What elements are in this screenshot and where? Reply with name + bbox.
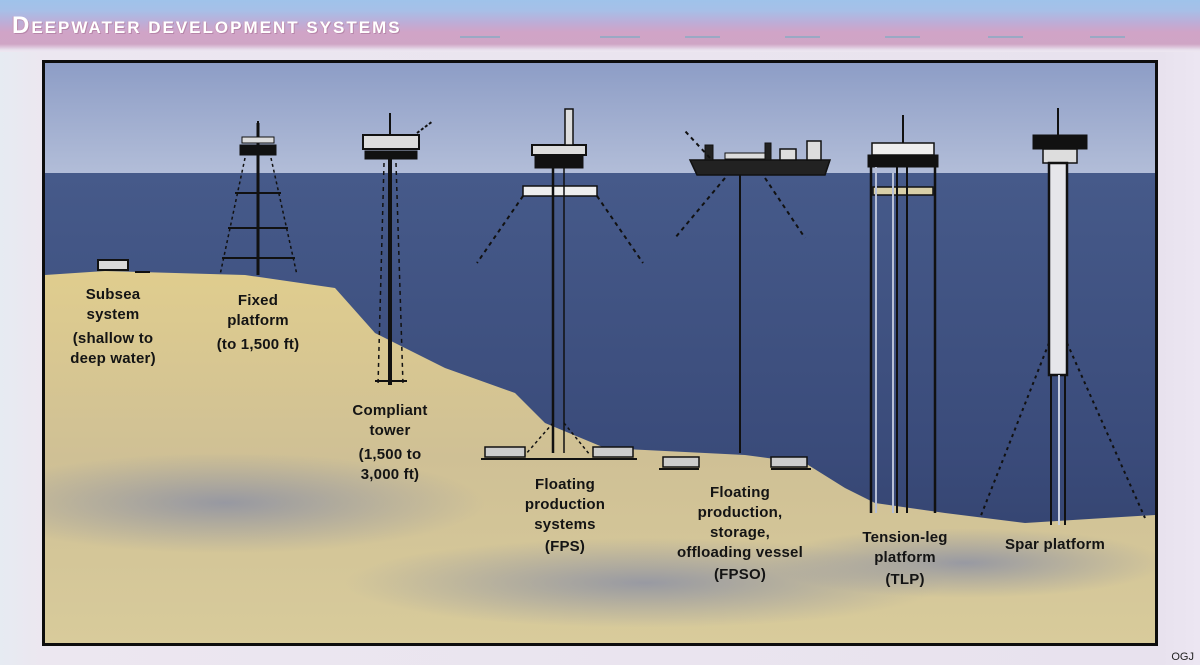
label-line: Floating [535,476,595,493]
label-floating-production-systems: Floating production systems (FPS) [495,475,635,557]
label-line: (TLP) [885,571,925,588]
label-line: platform [227,312,289,329]
label-line: (1,500 to [358,446,422,463]
label-compliant-tower: Compliant tower (1,500 to 3,000 ft) [325,401,455,485]
banner-decoration [885,36,920,38]
label-line: storage, [710,524,770,541]
label-line: tower [369,422,411,439]
sky [45,63,1155,173]
banner-decoration [460,36,500,38]
label-line: Floating [710,484,770,501]
label-line: (shallow to [72,330,154,347]
spar-platform-icon [979,108,1146,525]
label-fpso: Floating production, storage, offloading… [655,483,825,585]
label-line: Tension-leg [862,529,948,546]
label-line: Compliant [352,402,428,419]
label-line: deep water) [70,350,156,367]
banner-decoration [785,36,820,38]
label-line: production, [697,504,783,521]
seafloor-shading [45,453,485,553]
fpso-vessel-icon [659,130,832,470]
title-banner: Deepwater development systems [0,0,1200,52]
image-credit: OGJ [1171,651,1194,663]
compliant-tower-icon [362,113,434,386]
label-fixed-platform: Fixed platform (to 1,500 ft) [193,291,323,355]
label-tension-leg-platform: Tension-leg platform (TLP) [840,528,970,590]
label-spar-platform: Spar platform [980,535,1130,555]
banner-decoration [988,36,1023,38]
label-line: systems [534,516,596,533]
diagram-frame: Subsea system (shallow to deep water) Fi… [42,60,1158,646]
label-line: Fixed [237,292,279,309]
seafloor-shading [765,528,1155,598]
label-line: (FPS) [544,538,586,555]
deepwater-scene [45,63,1155,643]
label-line: 3,000 ft) [360,466,420,483]
label-line: system [86,306,140,323]
banner-decoration [685,36,720,38]
tension-leg-platform-icon [867,115,939,513]
label-line: production [524,496,606,513]
title-initial: D [12,12,32,39]
label-line: (to 1,500 ft) [216,336,300,353]
banner-decoration [600,36,640,38]
label-line: platform [874,549,936,566]
floating-production-system-icon [476,108,644,460]
banner-decoration [1090,36,1125,38]
subsea-wellhead-icon [97,259,150,273]
fixed-platform-icon [219,121,298,276]
label-line: Spar platform [1004,536,1106,553]
label-line: offloading vessel [677,544,803,561]
label-line: Subsea [85,286,141,303]
page-title: Deepwater development systems [12,12,402,40]
label-subsea-system: Subsea system (shallow to deep water) [45,285,183,369]
label-line: (FPSO) [713,566,767,583]
